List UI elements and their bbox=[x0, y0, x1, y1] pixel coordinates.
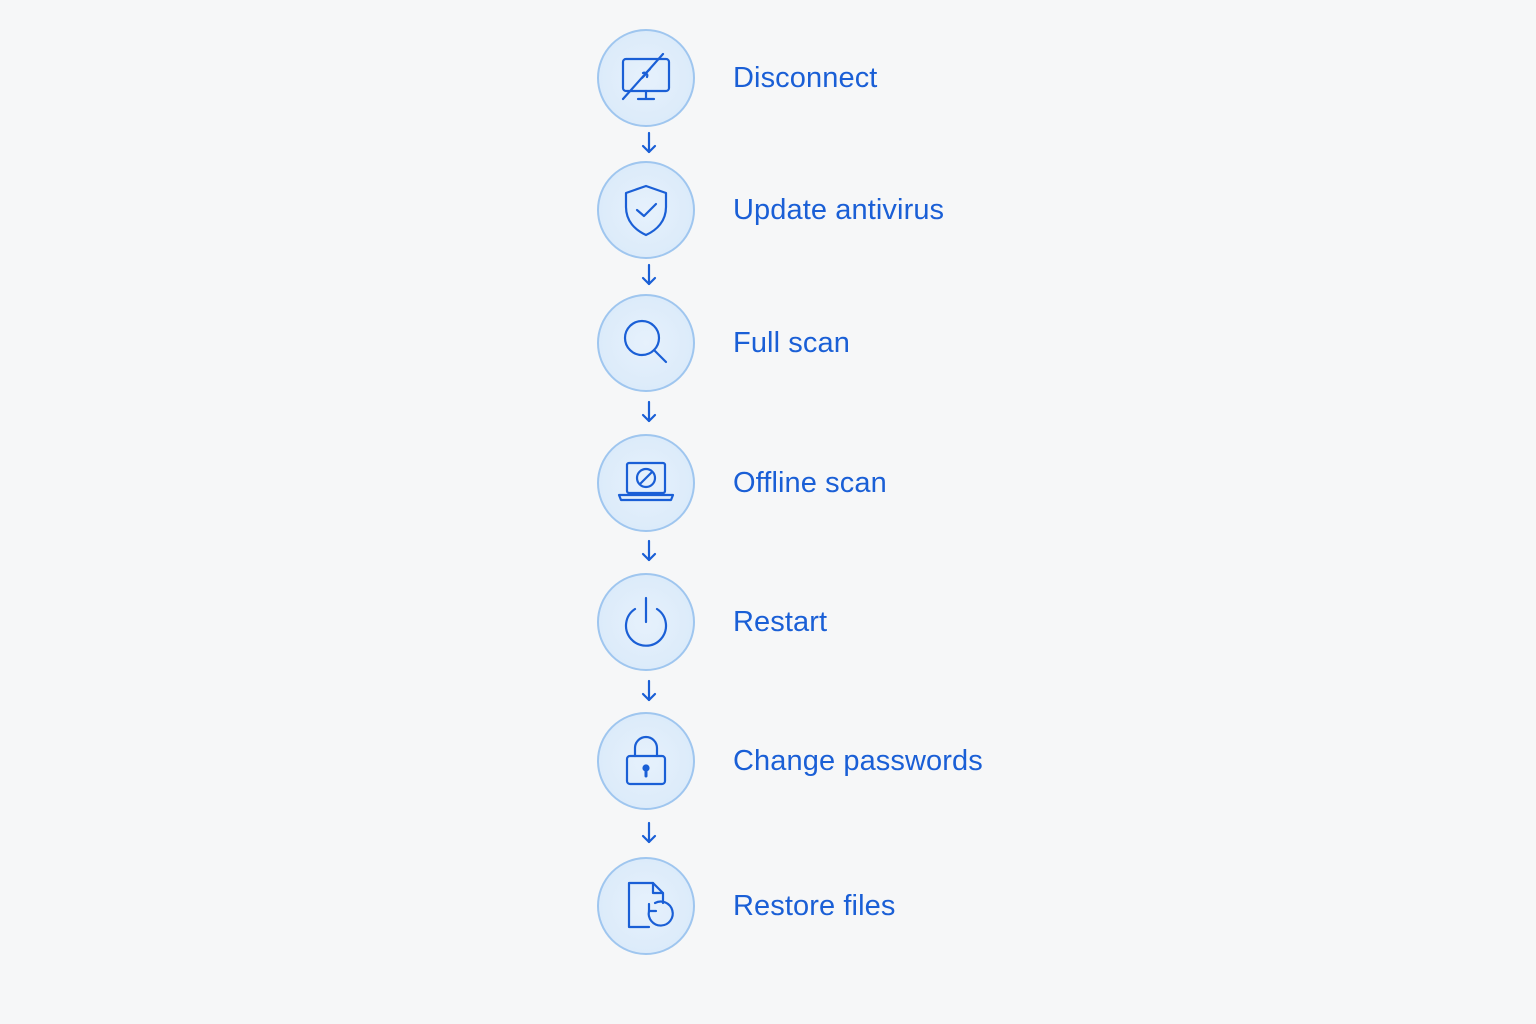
step-label: Disconnect bbox=[733, 61, 878, 94]
step-disconnect: Disconnect bbox=[597, 27, 1197, 129]
disconnected-monitor-icon bbox=[621, 52, 671, 101]
step-icon-circle bbox=[597, 29, 695, 127]
flow-arrow bbox=[639, 679, 659, 703]
laptop-blocked-icon bbox=[617, 461, 675, 502]
file-restore-icon bbox=[627, 881, 674, 929]
flow-arrow bbox=[639, 263, 659, 287]
step-offline-scan: Offline scan bbox=[597, 432, 1197, 534]
step-icon-circle bbox=[597, 857, 695, 955]
step-label: Update antivirus bbox=[733, 193, 945, 226]
step-label: Change passwords bbox=[733, 744, 983, 777]
step-icon-circle bbox=[597, 434, 695, 532]
magnifier-icon bbox=[623, 319, 668, 364]
step-label: Restore files bbox=[733, 889, 896, 922]
step-restore-files: Restore files bbox=[597, 855, 1197, 957]
step-label: Restart bbox=[733, 605, 828, 638]
step-label: Offline scan bbox=[733, 466, 887, 499]
step-full-scan: Full scan bbox=[597, 292, 1197, 394]
step-update-antivirus: Update antivirus bbox=[597, 159, 1197, 261]
flow-arrow bbox=[639, 400, 659, 424]
padlock-icon bbox=[625, 735, 667, 786]
step-icon-circle bbox=[597, 712, 695, 810]
flow-arrow bbox=[639, 821, 659, 845]
step-icon-circle bbox=[597, 573, 695, 671]
step-change-passwords: Change passwords bbox=[597, 710, 1197, 812]
power-icon bbox=[624, 596, 668, 647]
step-icon-circle bbox=[597, 161, 695, 259]
step-icon-circle bbox=[597, 294, 695, 392]
shield-check-icon bbox=[624, 184, 668, 237]
flow-arrow bbox=[639, 131, 659, 155]
step-label: Full scan bbox=[733, 326, 850, 359]
flow-arrow bbox=[639, 539, 659, 563]
step-restart: Restart bbox=[597, 571, 1197, 673]
